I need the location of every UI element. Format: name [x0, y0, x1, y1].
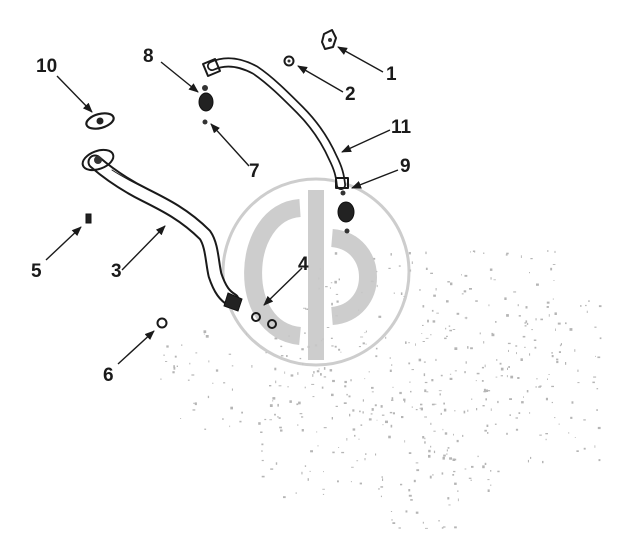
- banjo-fitting-upper: [198, 85, 214, 125]
- callout-10: 10: [36, 56, 57, 77]
- o-rings: [251, 312, 277, 329]
- circular-watermark-logo: [221, 177, 411, 367]
- callout-8: 8: [143, 46, 154, 67]
- callout-3: 3: [111, 261, 122, 282]
- banjo-fitting-lower: [337, 190, 355, 234]
- callout-6: 6: [103, 365, 114, 386]
- callout-9: 9: [400, 156, 411, 177]
- nut: [283, 55, 295, 67]
- callout-4: 4: [298, 254, 309, 275]
- callout-7: 7: [249, 161, 260, 182]
- callout-1: 1: [386, 64, 397, 85]
- washer: [156, 317, 168, 329]
- oil-supply-tube: [81, 148, 243, 312]
- oil-return-tube: [202, 57, 349, 190]
- callout-11: 11: [391, 117, 412, 138]
- callout-5: 5: [31, 261, 42, 282]
- engine-block: [160, 250, 602, 529]
- leader-lines: [45, 46, 399, 365]
- bracket-clip: [321, 29, 337, 50]
- callout-2: 2: [345, 84, 356, 105]
- callout-labels: 1 2 3 4 5 6 7 8 9 10 11: [31, 46, 412, 386]
- flange-gasket: [85, 112, 115, 130]
- bolt: [85, 213, 92, 224]
